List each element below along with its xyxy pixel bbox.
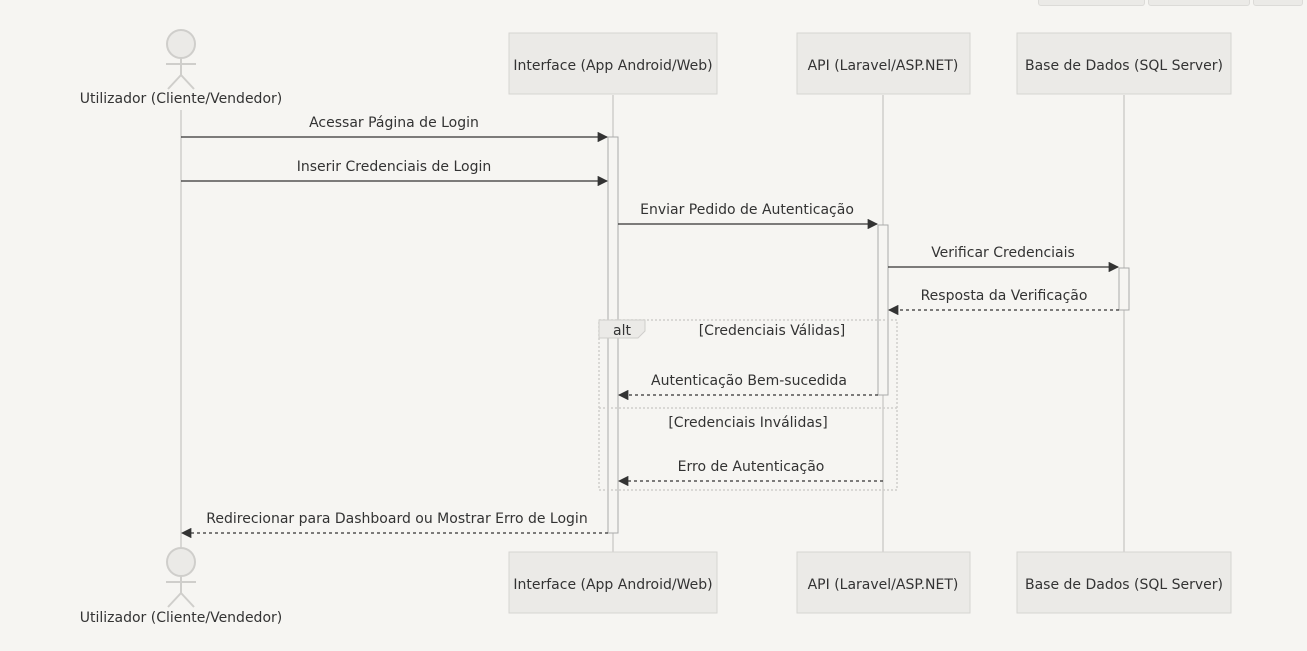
alt-branch-1-label: [Credenciais Válidas] — [699, 323, 846, 339]
message-label: Redirecionar para Dashboard ou Mostrar E… — [206, 511, 587, 527]
message-label: Autenticação Bem-sucedida — [651, 373, 847, 389]
participant-label-api-bottom: API (Laravel/ASP.NET) — [808, 577, 959, 593]
message-label: Inserir Credenciais de Login — [297, 159, 492, 175]
participant-box-api-top — [796, 32, 971, 95]
message-label: Acessar Página de Login — [309, 115, 479, 131]
participant-box-db-top — [1016, 32, 1232, 95]
message-label: Verificar Credenciais — [931, 245, 1075, 261]
actor-stick-figure-icon — [166, 29, 196, 90]
participant-box-ui-top — [508, 32, 718, 95]
participant-box-ui-bottom — [508, 551, 718, 614]
activation-api — [877, 224, 889, 396]
alt-keyword: alt — [613, 323, 631, 339]
actor-label-bottom: Utilizador (Cliente/Vendedor) — [80, 610, 282, 626]
alt-branch-2-label: [Credenciais Inválidas] — [668, 415, 827, 431]
message-label: Enviar Pedido de Autenticação — [640, 202, 854, 218]
alt-label-box — [598, 319, 646, 339]
participant-label-ui-bottom: Interface (App Android/Web) — [513, 577, 712, 593]
actor-stick-figure-icon — [166, 547, 196, 608]
message-label: Resposta da Verificação — [921, 288, 1088, 304]
toolbar-button[interactable] — [1038, 0, 1145, 6]
toolbar-button[interactable] — [1148, 0, 1250, 6]
participant-label-api-top: API (Laravel/ASP.NET) — [808, 58, 959, 74]
toolbar-button[interactable] — [1253, 0, 1303, 6]
activation-db — [1118, 267, 1130, 311]
participant-label-db-top: Base de Dados (SQL Server) — [1025, 58, 1223, 74]
participant-box-api-bottom — [796, 551, 971, 614]
participant-label-db-bottom: Base de Dados (SQL Server) — [1025, 577, 1223, 593]
participant-box-db-bottom — [1016, 551, 1232, 614]
participant-label-ui-top: Interface (App Android/Web) — [513, 58, 712, 74]
message-label: Erro de Autenticação — [678, 459, 825, 475]
actor-label-top: Utilizador (Cliente/Vendedor) — [80, 91, 282, 107]
alt-block — [598, 319, 898, 491]
